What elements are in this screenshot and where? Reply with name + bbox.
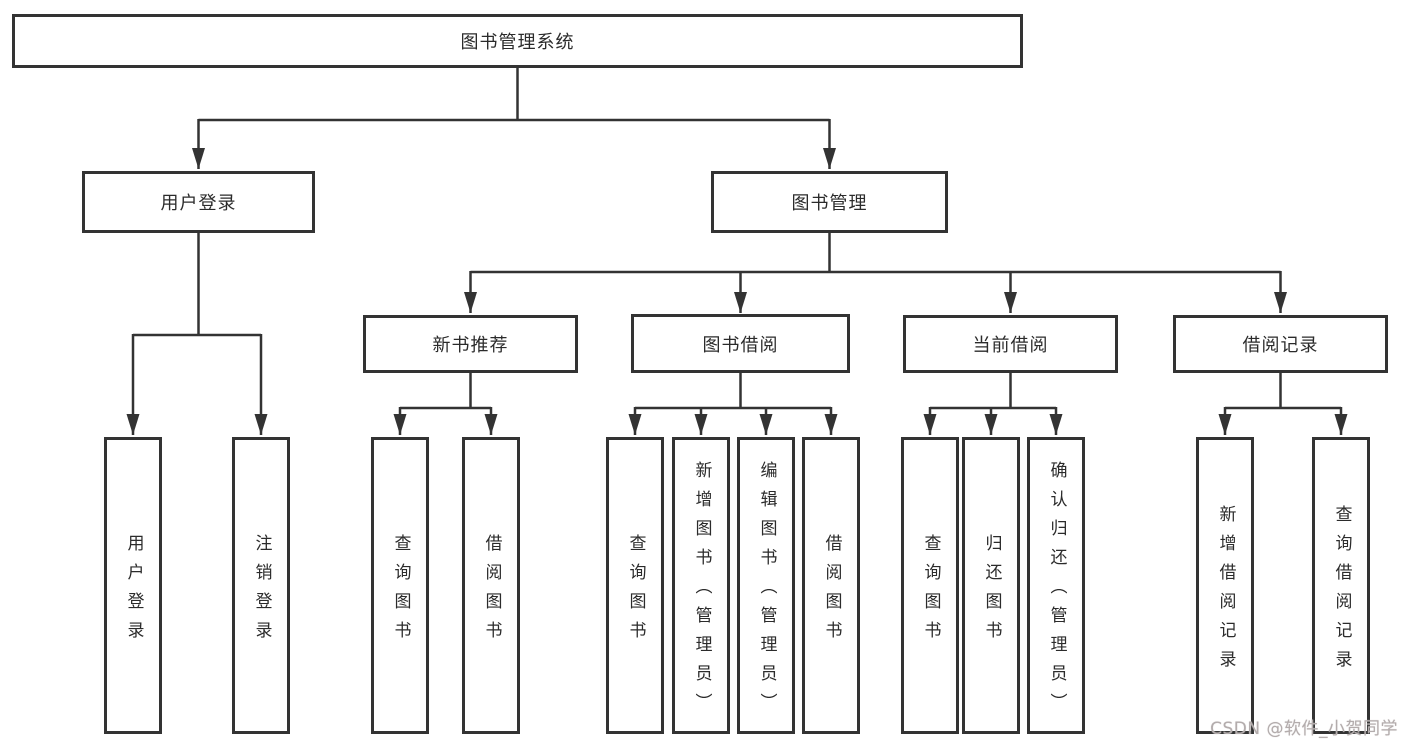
leaf-borrow-books-1: 借阅图书 <box>462 437 520 734</box>
node-current-borrowing: 当前借阅 <box>903 315 1118 373</box>
node-label: 借阅记录 <box>1242 335 1319 356</box>
csdn-watermark: CSDN @软件_小贺同学 <box>1210 719 1398 739</box>
leaf-query-books-1: 查询图书 <box>371 437 429 734</box>
leaf-confirm-return-admin: 确认归还（管理员） <box>1027 437 1085 734</box>
leaf-query-books-2: 查询图书 <box>606 437 664 734</box>
node-label: 借阅图书 <box>481 533 502 650</box>
node-label: 查询借阅记录 <box>1331 504 1352 679</box>
node-label: 用户登录 <box>123 533 144 650</box>
node-label: 查询图书 <box>920 533 941 650</box>
node-user-login: 用户登录 <box>82 171 315 233</box>
node-label: 用户登录 <box>160 193 237 214</box>
leaf-add-borrow-record: 新增借阅记录 <box>1196 437 1254 734</box>
node-label: 归还图书 <box>981 533 1002 650</box>
leaf-edit-book-admin: 编辑图书（管理员） <box>737 437 795 734</box>
node-label: 查询图书 <box>625 533 646 650</box>
node-new-book-recommendation: 新书推荐 <box>363 315 578 373</box>
leaf-query-books-3: 查询图书 <box>901 437 959 734</box>
node-label: 编辑图书（管理员） <box>756 461 777 722</box>
node-label: 借阅图书 <box>821 533 842 650</box>
node-label: 新增借阅记录 <box>1215 504 1236 679</box>
leaf-return-books: 归还图书 <box>962 437 1020 734</box>
node-label: 查询图书 <box>390 533 411 650</box>
node-label: 新增图书（管理员） <box>691 461 712 722</box>
node-label: 图书管理 <box>791 193 868 214</box>
leaf-borrow-books-2: 借阅图书 <box>802 437 860 734</box>
leaf-query-borrow-record: 查询借阅记录 <box>1312 437 1370 734</box>
node-borrowing-records: 借阅记录 <box>1173 315 1388 373</box>
node-label: 图书管理系统 <box>460 32 575 53</box>
node-book-management: 图书管理 <box>711 171 948 233</box>
node-label: 确认归还（管理员） <box>1046 461 1067 722</box>
node-library-management-system: 图书管理系统 <box>12 14 1023 68</box>
node-label: 注销登录 <box>251 533 272 650</box>
node-label: 新书推荐 <box>432 335 509 356</box>
leaf-user-login: 用户登录 <box>104 437 162 734</box>
leaf-logout: 注销登录 <box>232 437 290 734</box>
node-label: 图书借阅 <box>702 334 779 356</box>
node-label: 当前借阅 <box>972 335 1049 356</box>
node-book-borrowing: 图书借阅 <box>631 314 850 373</box>
leaf-add-book-admin: 新增图书（管理员） <box>672 437 730 734</box>
